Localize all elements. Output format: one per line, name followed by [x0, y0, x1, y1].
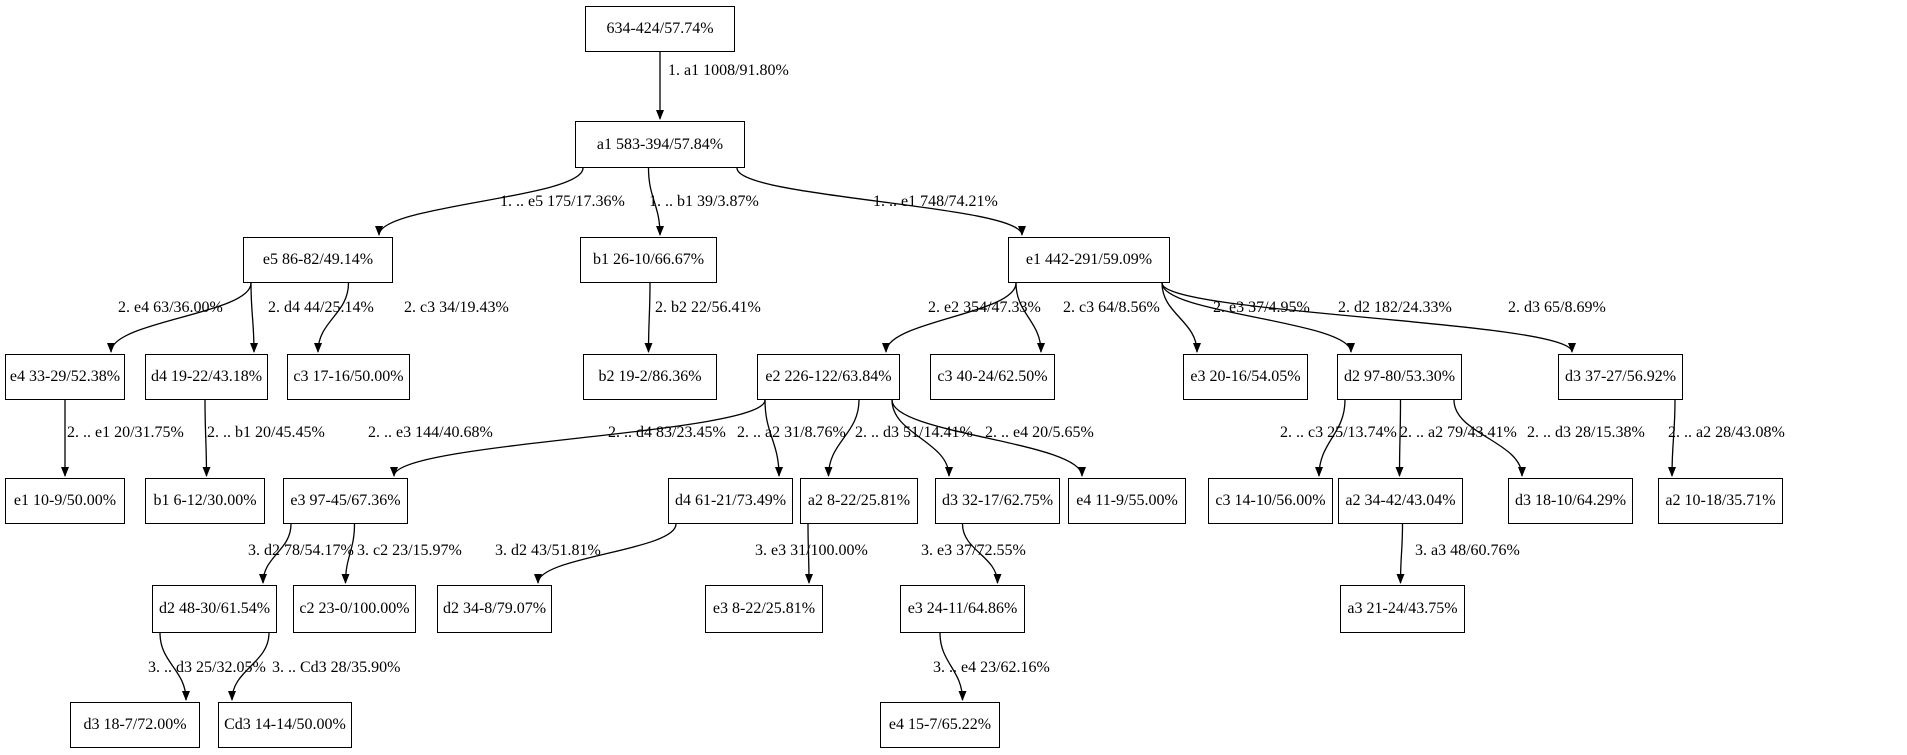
edge-label: 3. c2 23/15.97% [357, 542, 462, 559]
graph-node: a3 21-24/43.75% [1340, 585, 1465, 633]
graph-node: d2 48-30/61.54% [152, 585, 277, 633]
edge [202, 399, 211, 477]
edge-label: 2. e4 63/36.00% [118, 299, 223, 316]
edge [1453, 399, 1526, 477]
graph-node: e4 33-29/52.38% [5, 354, 125, 400]
edge-label: 3. .. d3 25/32.05% [148, 659, 266, 676]
graph-node: e1 442-291/59.09% [1008, 237, 1170, 283]
edge-label: 2. e2 354/47.33% [928, 299, 1041, 316]
graph-node: e3 20-16/54.05% [1183, 354, 1308, 400]
graph-node: e3 8-22/25.81% [705, 585, 823, 633]
edge [249, 282, 258, 353]
edge [1161, 282, 1355, 353]
graph-node: c3 40-24/62.50% [930, 354, 1055, 400]
graph-node: c3 14-10/56.00% [1208, 478, 1333, 524]
graph-node: d4 61-21/73.49% [668, 478, 793, 524]
graph-node: d3 32-17/62.75% [935, 478, 1060, 524]
graph-node: Cd3 14-14/50.00% [218, 702, 352, 748]
edge [824, 399, 860, 477]
edge-label: 2. .. e1 20/31.75% [67, 424, 184, 441]
edge [1396, 523, 1405, 584]
graph-node: c3 17-16/50.00% [287, 354, 410, 400]
edge [107, 282, 252, 353]
edge-label: 2. d4 44/25.14% [268, 299, 374, 316]
graph-node: d4 19-22/43.18% [145, 354, 268, 400]
graph-node: d3 37-27/56.92% [1558, 354, 1683, 400]
edge-label: 2. c3 34/19.43% [404, 299, 509, 316]
edge-label: 3. e3 31/100.00% [755, 542, 868, 559]
graph-node: e2 226-122/63.84% [757, 354, 900, 400]
edge-label: 2. .. a2 31/8.76% [737, 424, 846, 441]
graph-node: a2 8-22/25.81% [800, 478, 918, 524]
edge-label: 2. .. d3 28/15.38% [1527, 424, 1645, 441]
edge [259, 523, 292, 584]
graph-node: 634-424/57.74% [585, 6, 735, 52]
edge [736, 167, 1026, 236]
edge [939, 632, 967, 701]
edge-label: 1. .. b1 39/3.87% [649, 193, 759, 210]
graph-node: e1 10-9/50.00% [5, 478, 125, 524]
edge-label: 1. .. e1 748/74.21% [873, 193, 998, 210]
graph-node: d3 18-10/64.29% [1508, 478, 1633, 524]
edge [647, 167, 664, 236]
edge-label: 2. .. d4 83/23.45% [608, 424, 726, 441]
edge-label: 3. e3 37/72.55% [921, 542, 1026, 559]
edge [228, 632, 270, 701]
edge [375, 167, 584, 236]
graph-node: e5 86-82/49.14% [243, 237, 393, 283]
graph-node: d2 34-8/79.07% [437, 585, 552, 633]
edge-label: 2. .. d3 51/14.41% [855, 424, 973, 441]
edge [534, 523, 677, 584]
edge [1668, 399, 1677, 477]
edge-label: 2. b2 22/56.41% [655, 299, 761, 316]
graph-node: e3 97-45/67.36% [283, 478, 408, 524]
edge-label: 1. a1 1008/91.80% [668, 62, 789, 79]
edge [390, 399, 766, 477]
edge [891, 399, 1086, 477]
edge-label: 2. d2 182/24.33% [1338, 299, 1452, 316]
graph-node: c2 23-0/100.00% [293, 585, 416, 633]
graph-node: e3 24-11/64.86% [900, 585, 1025, 633]
edge-label: 1. .. e5 175/17.36% [500, 193, 625, 210]
edge-label: 2. d3 65/8.69% [1508, 299, 1606, 316]
edge [961, 523, 1002, 584]
edge [891, 399, 953, 477]
graph-node: a2 10-18/35.71% [1658, 478, 1783, 524]
graph-node: b1 26-10/66.67% [580, 237, 717, 283]
graph-node: a2 34-42/43.04% [1338, 478, 1463, 524]
edge-label: 3. d2 43/51.81% [495, 542, 601, 559]
edge [159, 632, 190, 701]
edge-label: 2. .. c3 25/13.74% [1280, 424, 1397, 441]
edge-label: 2. e3 37/4.95% [1213, 299, 1310, 316]
graph-node: d3 18-7/72.00% [70, 702, 200, 748]
edge [1161, 282, 1576, 353]
edge-label: 3. .. e4 23/62.16% [933, 659, 1050, 676]
graph-node: e4 11-9/55.00% [1068, 478, 1186, 524]
edge-label: 3. .. Cd3 28/35.90% [272, 659, 401, 676]
graph-node: b1 6-12/30.00% [145, 478, 265, 524]
graph-node: b2 19-2/86.36% [583, 354, 717, 400]
edge-label: 3. d2 78/54.17% [248, 542, 354, 559]
edge-label: 3. a3 48/60.76% [1415, 542, 1520, 559]
edge-label: 2. .. e3 144/40.68% [368, 424, 493, 441]
edge-label: 2. c3 64/8.56% [1063, 299, 1160, 316]
graph-node: a1 583-394/57.84% [575, 121, 745, 168]
graph-node: d2 97-80/53.30% [1337, 354, 1462, 400]
edge [764, 399, 783, 477]
edge [804, 523, 813, 584]
edge-label: 2. .. b1 20/45.45% [207, 424, 325, 441]
edge-label: 2. .. a2 79/43.41% [1400, 424, 1517, 441]
edge-label: 2. .. a2 28/43.08% [1668, 424, 1785, 441]
edge [882, 282, 1017, 353]
edge [1395, 399, 1404, 477]
edge [314, 282, 350, 353]
graph-node: e4 15-7/65.22% [880, 702, 1000, 748]
edge [1015, 282, 1045, 353]
edge [1315, 399, 1346, 477]
edge-label: 2. .. e4 20/5.65% [985, 424, 1094, 441]
edge [1161, 282, 1201, 353]
edge [644, 282, 653, 353]
edge [341, 523, 356, 584]
